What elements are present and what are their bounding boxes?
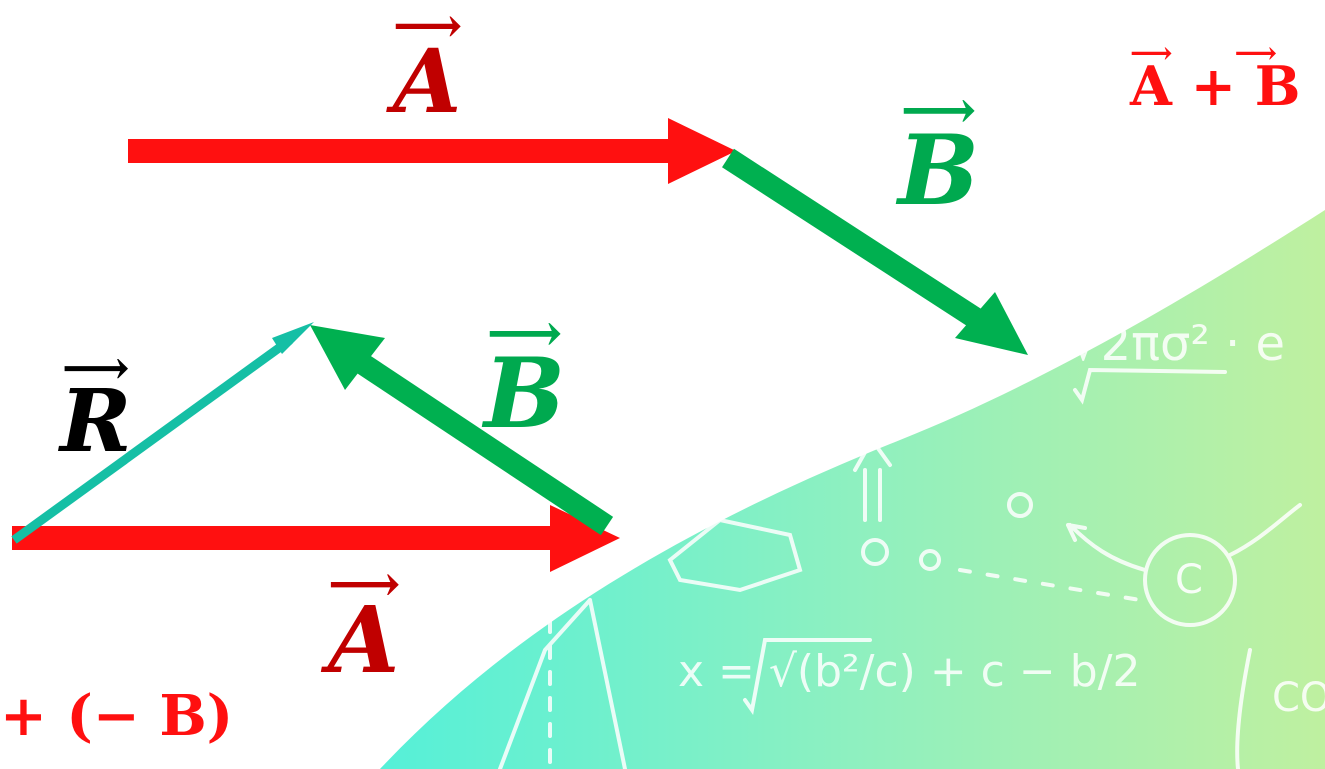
reaction-arrow-right bbox=[1228, 503, 1302, 557]
sqrt-symbol-2 bbox=[743, 638, 872, 716]
sum-expression-text: A + B bbox=[1130, 53, 1301, 118]
label-b-bottom-text: B bbox=[484, 336, 566, 450]
formula-carbon-text: C bbox=[1175, 557, 1203, 603]
vector-a-bottom-shaft bbox=[12, 526, 557, 550]
difference-expression: + (− B) bbox=[0, 688, 233, 744]
vector-b-top bbox=[722, 148, 1028, 355]
curve-sketch bbox=[1235, 648, 1252, 769]
formula-quadratic-text: x = √(b²/c) + c − b/2 bbox=[678, 646, 1141, 697]
label-a-bottom: ⟶ A bbox=[328, 557, 401, 686]
formula-co-text: CO bbox=[1272, 675, 1325, 721]
carbon-atom-circle bbox=[1143, 533, 1237, 627]
vector-b-top-shaft bbox=[722, 148, 981, 328]
vector-neg-b-shaft bbox=[353, 352, 614, 536]
vector-a-top bbox=[128, 118, 736, 184]
label-a-top-text: A bbox=[393, 29, 462, 134]
chalk-formulas bbox=[498, 367, 1302, 769]
atom-circle-1 bbox=[861, 538, 889, 566]
label-a-bottom-text: A bbox=[328, 586, 400, 695]
formula-background-panel bbox=[380, 210, 1325, 769]
bond-line-sketch bbox=[853, 436, 892, 522]
formula-gaussian: √2πσ² · e bbox=[1070, 320, 1285, 368]
label-r-text: R bbox=[60, 371, 132, 473]
vector-r bbox=[11, 322, 314, 544]
difference-expression-text: + (− B) bbox=[0, 683, 234, 749]
vector-r-shaft bbox=[11, 336, 293, 544]
formula-quadratic: x = √(b²/c) + c − b/2 bbox=[678, 650, 1140, 694]
atom-circle-3 bbox=[1007, 492, 1033, 518]
formula-carbon: C bbox=[1175, 560, 1203, 600]
vector-neg-b-head bbox=[310, 325, 385, 390]
formula-co: CO bbox=[1272, 678, 1325, 718]
atom-circle-2 bbox=[919, 549, 941, 571]
vector-b-top-head bbox=[955, 292, 1028, 355]
vector-r-head bbox=[272, 322, 314, 354]
label-a-top: ⟶ A bbox=[393, 2, 462, 125]
sum-expression: ⟶⟶ A + B bbox=[1130, 39, 1325, 113]
dashed-line bbox=[958, 568, 1142, 602]
label-r: ⟶ R bbox=[60, 345, 131, 465]
cone-sketch bbox=[498, 598, 627, 769]
label-b-top: ⟶ B bbox=[898, 84, 979, 219]
benzene-ring-sketch bbox=[667, 517, 803, 593]
vector-a-top-shaft bbox=[128, 139, 688, 163]
vector-a-bottom-head bbox=[550, 505, 620, 572]
label-b-bottom: ⟶ B bbox=[484, 307, 565, 442]
sqrt-symbol bbox=[1073, 367, 1227, 405]
label-b-top-text: B bbox=[898, 113, 980, 227]
vector-neg-b-bottom bbox=[310, 325, 614, 536]
reaction-arrow-left bbox=[1066, 523, 1147, 572]
formula-gaussian-text: √2πσ² · e bbox=[1070, 316, 1285, 372]
vector-a-bottom bbox=[12, 505, 620, 572]
vector-a-top-head bbox=[668, 118, 736, 184]
